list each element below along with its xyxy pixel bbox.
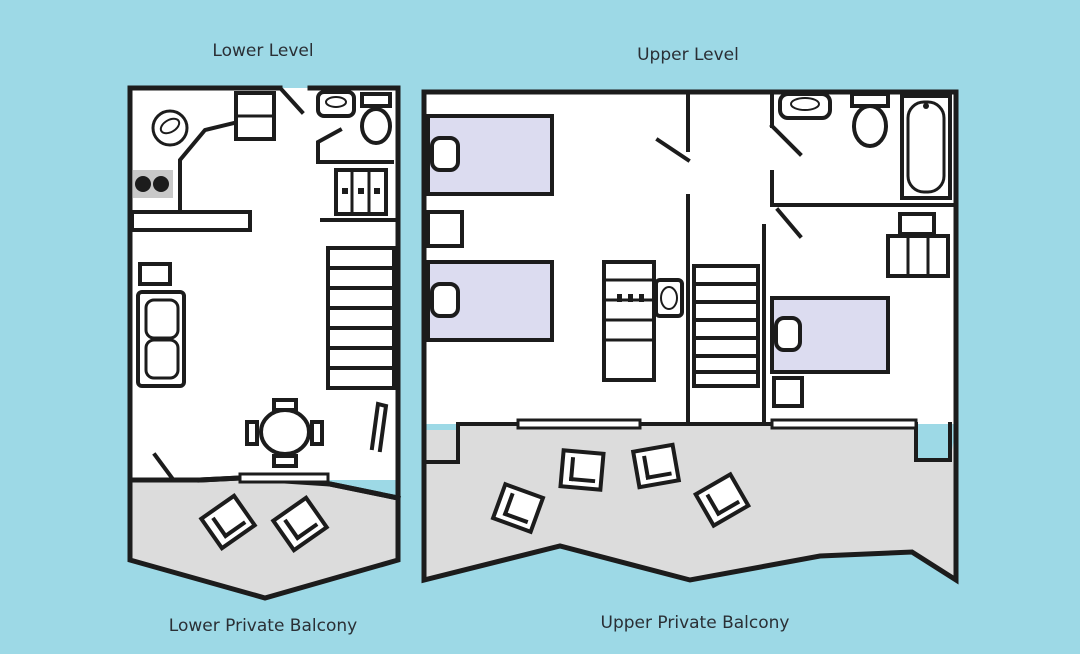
lower-wall-right [307,85,401,503]
nightstand [772,376,804,408]
kitchen [130,87,305,232]
lounger-icon [558,448,606,492]
vanity [898,212,936,236]
lounger-icon [490,481,546,535]
closet-handle [374,188,380,194]
bedroom-3 [770,212,950,408]
lower-balcony-label: Lower Private Balcony [168,616,358,636]
lounger-icon [630,442,682,490]
lower-balcony-edge [197,475,243,483]
kitchen-counter-edge [178,119,241,212]
bedroom-door-swing [655,137,691,163]
lower-stairs [326,246,396,390]
sink-icon [151,109,189,147]
upper-level-plan [421,89,959,585]
lounger-icon [270,494,330,554]
lower-loungers [198,492,330,554]
lower-door-swing [152,452,175,481]
upper-level-label: Upper Level [637,45,739,65]
bathroom-sink-icon [316,90,356,118]
chair [272,398,298,412]
hall-sink-icon [654,278,684,318]
upper-balcony-wall-left [422,422,520,464]
closet-handle [628,294,633,302]
toilet-tank [360,92,392,108]
kitchen-door-swing [279,87,305,115]
bedroom3-door-swing [775,207,803,239]
nightstand [426,210,464,248]
closet-wall [602,260,656,382]
chair [310,420,324,446]
staircase [326,246,396,390]
bedroom-2 [426,260,554,342]
upper-balcony-wall-right [914,422,952,462]
toilet-icon [360,107,392,145]
lower-balcony-edge-right [327,481,401,501]
lower-balcony [127,475,401,601]
side-table [138,262,172,286]
lounger-icon [198,492,258,552]
closet-handle [358,188,364,194]
sink-basin [159,117,181,135]
pillow [430,282,460,318]
upper-closet [604,278,684,342]
toilet-icon [852,104,888,148]
chair [272,454,298,468]
lower-wall-top-left [127,85,283,483]
burner-icon [135,176,151,192]
upper-sliding-door-left [516,418,642,430]
upper-loungers [490,442,752,535]
sink-basin [790,97,820,111]
table [259,408,311,456]
tub-drain [923,103,929,109]
upper-outer-wall [421,89,959,585]
sink-basin [660,286,678,310]
sink-basin [325,96,347,108]
dresser [886,234,950,278]
closet-handle [342,188,348,194]
bathroom-sink-icon [778,92,832,120]
closet-handle [639,294,644,302]
bathroom-door-swing [316,127,343,164]
bed-icon [770,296,890,374]
bed-icon [426,260,554,342]
bathroom-door-swing [769,123,803,157]
bathtub-basin [906,100,946,194]
kitchen-counter [130,210,252,232]
lounger-icon [692,471,752,529]
tv-icon [369,401,389,453]
upper-balcony [424,424,956,580]
pillow [430,136,460,172]
lower-bathroom [316,90,400,222]
sofa-cushion [144,298,180,340]
upper-balcony-label: Upper Private Balcony [600,613,790,633]
closet-handle [617,294,622,302]
lower-level-label: Lower Level [212,41,314,61]
burner-icon [153,176,169,192]
upper-bathroom [778,92,952,200]
upper-sliding-door-right [770,418,918,430]
pillow [774,316,802,352]
upper-stairs [692,264,760,388]
chair [245,420,259,446]
lower-level-plan [127,85,401,601]
dining-table-icon [245,398,324,468]
living-area [136,262,389,453]
lower-sliding-door [238,472,330,484]
bedroom-1 [426,114,554,248]
sofa-cushion [144,338,180,380]
